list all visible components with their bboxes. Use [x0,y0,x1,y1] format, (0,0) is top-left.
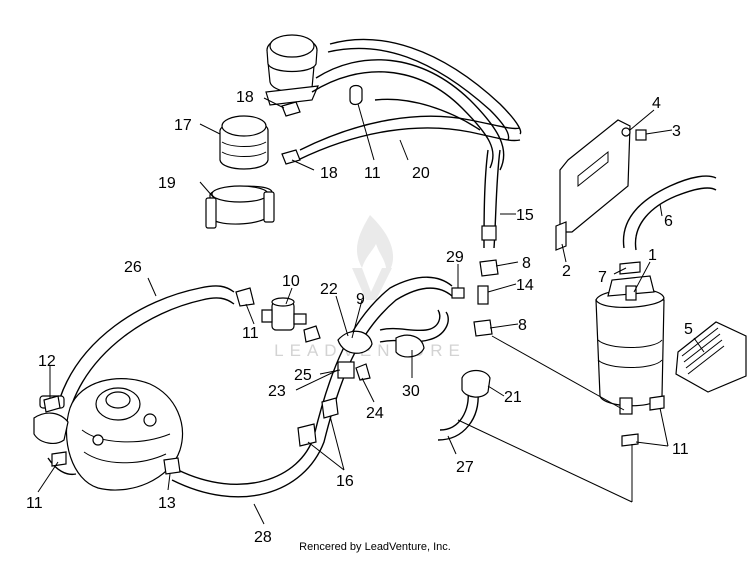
callout-28: 28 [254,529,272,546]
callout-15: 15 [516,207,534,224]
callout-17: 17 [174,117,192,134]
callout-8b: 8 [518,317,527,334]
callout-9: 9 [356,291,365,308]
callout-30: 30 [402,383,420,400]
canister-1 [595,275,665,415]
callout-20: 20 [412,165,430,182]
callout-2: 2 [562,263,571,280]
callout-11d: 11 [26,495,43,512]
callout-11a: 11 [364,165,381,182]
hose-6 [622,175,717,251]
callout-4: 4 [652,95,661,112]
hose-28 [171,276,453,498]
callout-29: 29 [446,249,464,266]
callout-25: 25 [294,367,312,384]
callout-11c: 11 [672,441,689,458]
reservoir-assembly [205,34,319,229]
hose-27 [437,389,479,441]
callout-24: 24 [366,405,384,422]
callout-13: 13 [158,495,176,512]
callouts: 1 2 3 4 5 6 7 8 8 9 10 11 11 11 11 12 13… [26,89,693,546]
callout-26: 26 [124,259,142,276]
callout-12: 12 [38,353,56,370]
callout-1: 1 [648,247,657,264]
hose-20 [297,38,522,171]
hose-15 [481,149,501,249]
bracket-2 [555,119,631,251]
leader-lines [37,97,705,525]
engine-throttle-body [33,378,184,491]
callout-11b: 11 [242,325,259,342]
callout-5: 5 [684,321,693,338]
callout-22: 22 [320,281,338,298]
callout-6: 6 [664,213,673,230]
render-credit: Rencered by LeadVenture, Inc. [299,541,451,553]
callout-18a: 18 [236,89,254,106]
callout-23: 23 [268,383,286,400]
clamp-5 [675,321,747,393]
fittings [43,84,665,475]
callout-27: 27 [456,459,474,476]
callout-3: 3 [672,123,681,140]
callout-7: 7 [598,269,607,286]
hose-26 [59,285,235,405]
watermark-logo [352,215,394,300]
hose-30 [379,309,449,343]
callout-14: 14 [516,277,534,294]
callout-21: 21 [504,389,522,406]
callout-16: 16 [336,473,354,490]
callout-18b: 18 [320,165,338,182]
callout-8a: 8 [522,255,531,272]
callout-19: 19 [158,175,176,192]
callout-10: 10 [282,273,300,290]
